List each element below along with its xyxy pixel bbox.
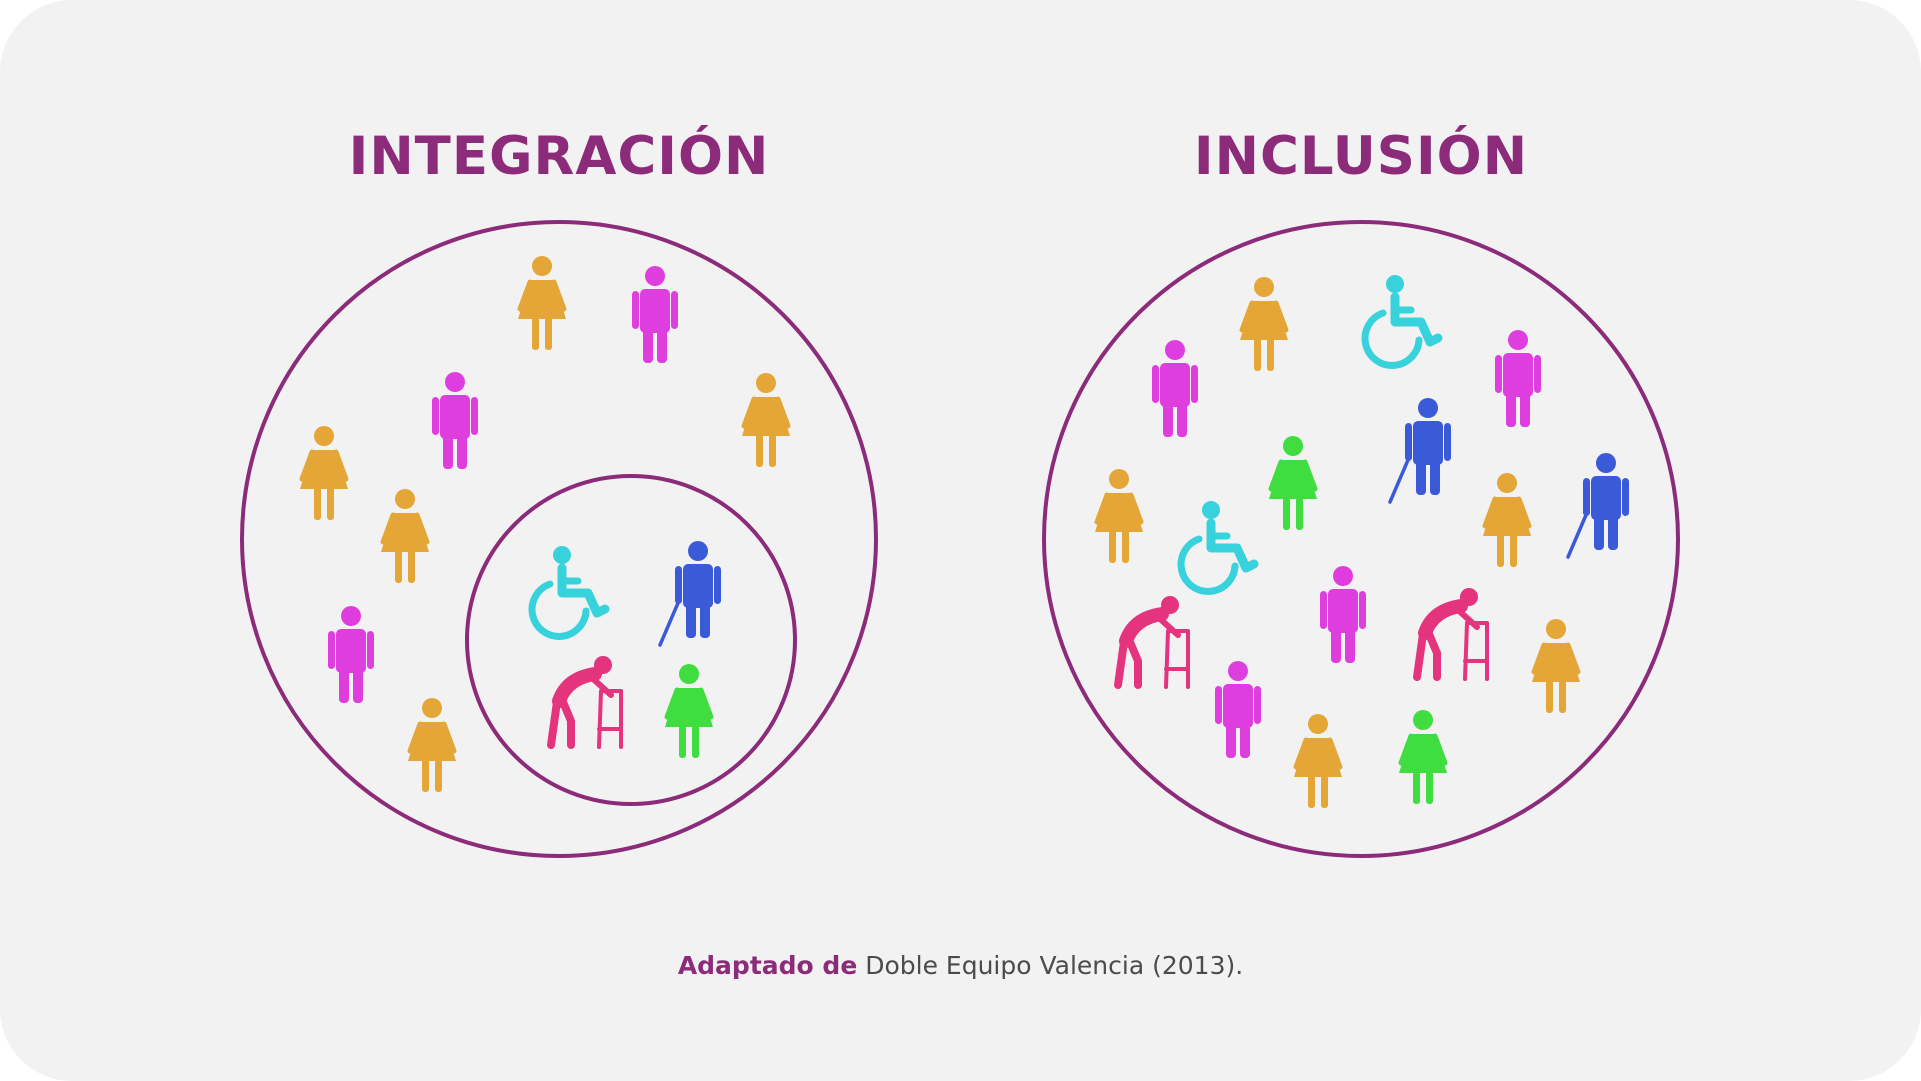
inclusion-person-with-cane-icon: [1566, 453, 1629, 559]
integracion-man-icon: [432, 372, 478, 469]
integracion-outer-circle: [240, 220, 878, 858]
inclusion-circle: [1042, 220, 1680, 858]
inclusion-woman-icon: [1094, 469, 1144, 563]
caption-bold-label: Adaptado de: [677, 951, 858, 980]
integracion-inner-person-with-cane-icon: [658, 541, 721, 647]
inclusion-man-icon: [1495, 330, 1541, 427]
inclusion-wheelchair-user-icon: [1177, 501, 1259, 595]
integracion-woman-icon: [299, 426, 349, 520]
integracion-man-icon: [632, 266, 678, 363]
inclusion-green-woman-icon: [1268, 436, 1318, 530]
inclusion-wheelchair-user-icon: [1361, 275, 1443, 369]
inclusion-man-icon: [1320, 566, 1366, 663]
integracion-inner-wheelchair-user-icon: [528, 546, 610, 640]
inclusion-elderly-walker-icon: [1413, 588, 1489, 681]
inclusion-woman-icon: [1239, 277, 1289, 371]
integracion-inner-elderly-walker-icon: [547, 656, 623, 749]
inclusion-elderly-walker-icon: [1114, 596, 1190, 689]
inclusion-man-icon: [1215, 661, 1261, 758]
inclusion-man-icon: [1152, 340, 1198, 437]
integracion-man-icon: [328, 606, 374, 703]
inclusion-green-woman-icon: [1398, 710, 1448, 804]
integracion-inner-green-woman-icon: [664, 664, 714, 758]
integracion-woman-icon: [517, 256, 567, 350]
integracion-woman-icon: [741, 373, 791, 467]
integracion-woman-icon: [407, 698, 457, 792]
caption-source-text: Doble Equipo Valencia (2013).: [865, 951, 1244, 980]
integracion-woman-icon: [380, 489, 430, 583]
integracion-inner-circle: [465, 474, 797, 806]
inclusion-person-with-cane-icon: [1388, 398, 1451, 504]
inclusion-woman-icon: [1293, 714, 1343, 808]
inclusion-woman-icon: [1482, 473, 1532, 567]
integracion-title: INTEGRACIÓN: [348, 126, 770, 187]
source-caption: Adaptado de Doble Equipo Valencia (2013)…: [0, 951, 1921, 980]
inclusion-title: INCLUSIÓN: [1193, 126, 1529, 187]
inclusion-woman-icon: [1531, 619, 1581, 713]
